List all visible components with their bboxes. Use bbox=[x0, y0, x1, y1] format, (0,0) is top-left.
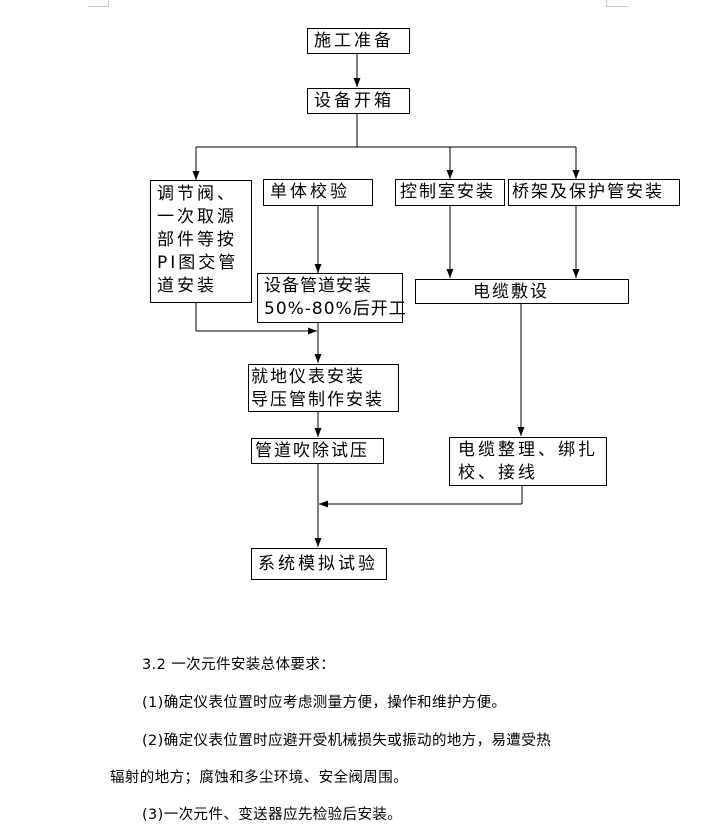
page-corner-mark-left-h bbox=[88, 6, 109, 7]
node-local-instrument-install: 就地仪表安装 导压管制作安装 bbox=[248, 364, 399, 412]
node-equipment-unpacking: 设备开箱 bbox=[307, 88, 410, 114]
node-pipe-install-50-80: 设备管道安装 50%-80%后开工 bbox=[257, 273, 406, 323]
node-single-calibration: 单体校验 bbox=[263, 179, 373, 206]
requirement-item-3: (3)一次元件、变送器应先检验后安装。 bbox=[142, 807, 403, 823]
node-control-valve-install: 调节阀、 一次取源 部件等按 PI图交管 道安装 bbox=[150, 180, 252, 303]
page-corner-mark-right-h bbox=[606, 6, 628, 7]
requirement-item-2-line-1: (2)确定仪表位置时应避开受机械损失或振动的地方，易遭受热 bbox=[142, 733, 552, 749]
node-bridge-conduit-install: 桥架及保护管安装 bbox=[508, 179, 680, 206]
node-pipe-purge-pressure-test: 管道吹除试压 bbox=[251, 438, 384, 464]
node-control-room-install: 控制室安装 bbox=[395, 179, 505, 206]
requirement-item-1: (1)确定仪表位置时应考虑测量方便，操作和维护方便。 bbox=[142, 695, 507, 711]
page-corner-mark-left-v bbox=[108, 0, 109, 7]
node-construction-prep: 施工准备 bbox=[307, 28, 410, 54]
section-heading: 3.2 一次元件安装总体要求： bbox=[142, 657, 336, 673]
node-cable-laying: 电缆敷设 bbox=[415, 279, 629, 304]
node-system-simulation-test: 系统模拟试验 bbox=[251, 548, 387, 580]
requirement-item-2-line-2: 辐射的地方；腐蚀和多尘环境、安全阀周围。 bbox=[110, 770, 408, 786]
node-cable-tidy-wiring: 电缆整理、绑扎 校、接线 bbox=[449, 437, 607, 486]
page-corner-mark-right-v bbox=[606, 0, 607, 7]
